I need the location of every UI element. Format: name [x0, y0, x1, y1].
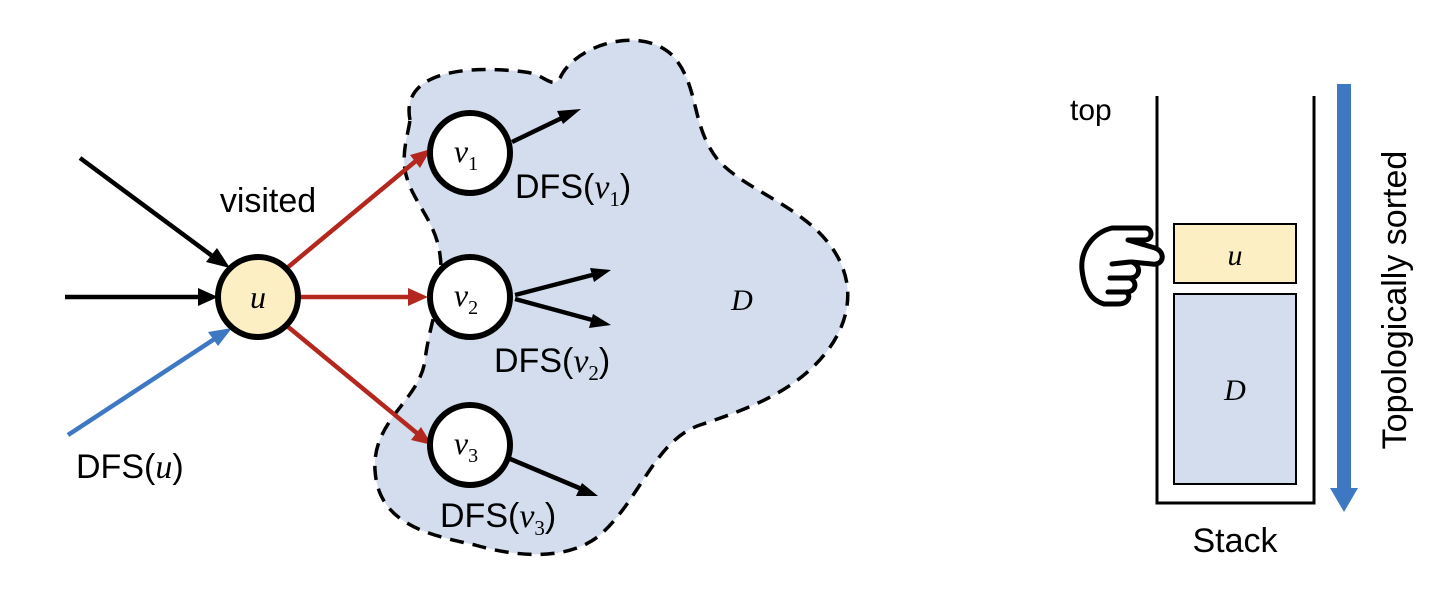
edge-v2-out-up: [514, 268, 611, 298]
node-v1: v1: [427, 110, 513, 196]
edge-v2-out-down: [514, 296, 611, 328]
edge-u-v2: [298, 288, 428, 306]
edge-v1-out: [511, 109, 581, 145]
topologically-sorted-label: Topologically sorted: [1376, 151, 1414, 450]
dfs-call-edge: [66, 328, 232, 437]
region-d-label: D: [730, 284, 753, 317]
svg-text:v1: v1: [454, 133, 478, 175]
stack-caption: Stack: [1192, 522, 1278, 560]
incoming-edge-top: [78, 156, 230, 268]
dfs-v3-label: DFS(v3): [440, 497, 556, 540]
incoming-edge-middle: [65, 288, 218, 306]
stack-item-u-label: u: [1228, 239, 1243, 272]
sorted-direction-arrow: [1330, 84, 1358, 512]
svg-text:v3: v3: [454, 425, 478, 467]
edge-v3-out: [507, 455, 598, 496]
node-v3: v3: [427, 402, 513, 488]
dfs-u-label: DFS(u): [76, 448, 184, 486]
node-u: u: [215, 254, 301, 340]
svg-text:v2: v2: [454, 277, 478, 319]
svg-text:u: u: [250, 279, 266, 315]
stack-top-label: top: [1070, 94, 1112, 127]
dfs-v1-label: DFS(v1): [515, 168, 631, 211]
stack-item-d-label: D: [1223, 374, 1246, 407]
stack-outline: [1155, 96, 1316, 505]
node-v2: v2: [427, 254, 513, 340]
stack-item-d: [1173, 293, 1297, 485]
edge-u-v1: [285, 149, 431, 270]
pointing-hand-icon: [1079, 225, 1165, 307]
edge-u-v3: [285, 324, 432, 445]
visited-label: visited: [220, 182, 316, 220]
dfs-v2-label: DFS(v2): [494, 342, 610, 385]
stack-item-u: [1173, 223, 1297, 284]
